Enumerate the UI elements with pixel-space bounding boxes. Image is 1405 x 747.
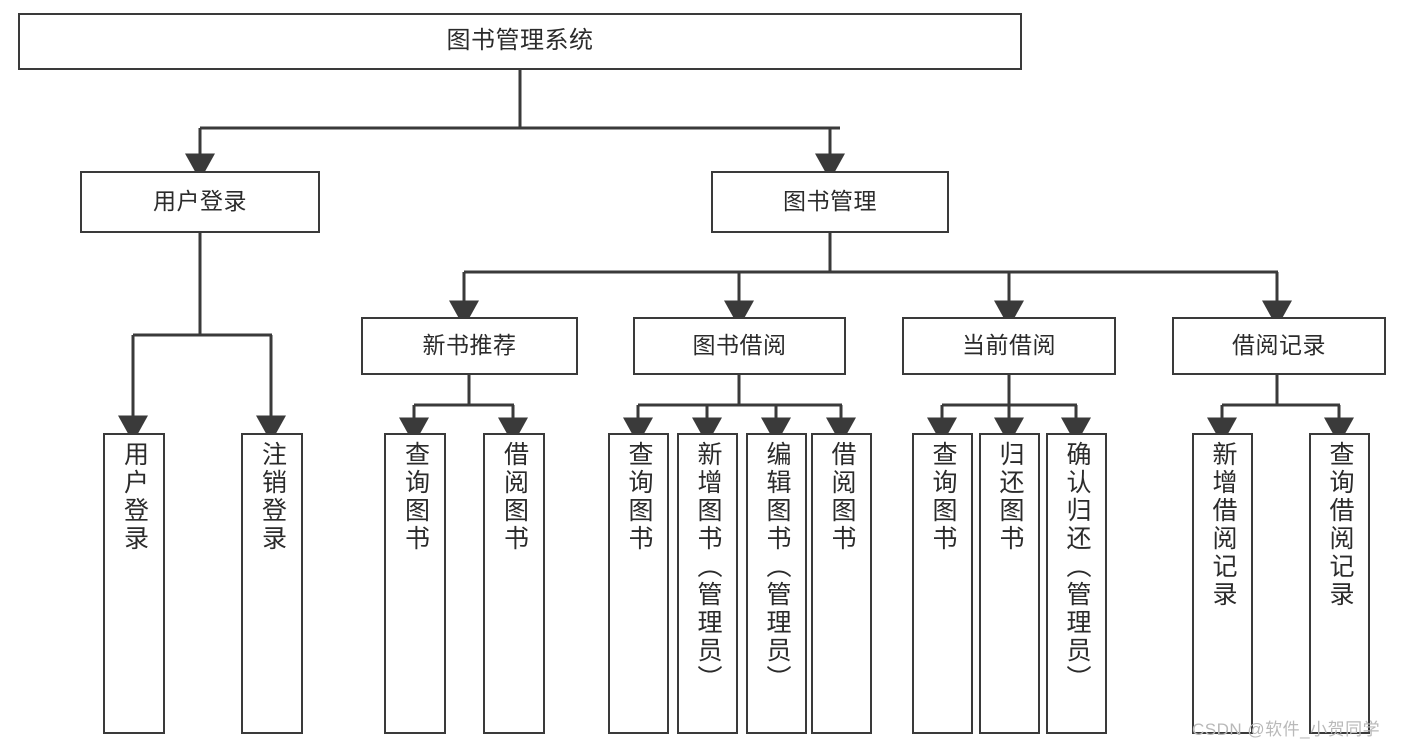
leaf-edit-book-admin[interactable]: 编辑图书（管理员） bbox=[746, 433, 807, 734]
leaf-logout[interactable]: 注销登录 bbox=[241, 433, 303, 734]
leaf-query-book-recommend[interactable]: 查询图书 bbox=[384, 433, 446, 734]
watermark: CSDN @软件_小贺同学 bbox=[1192, 720, 1381, 739]
leaf-add-book-admin[interactable]: 新增图书（管理员） bbox=[677, 433, 738, 734]
node-label: 查询借阅记录 bbox=[1326, 441, 1354, 609]
node-user-login[interactable]: 用户登录 bbox=[80, 171, 320, 233]
node-label: 借阅记录 bbox=[1232, 332, 1326, 359]
node-label: 新增图书（管理员） bbox=[694, 441, 722, 693]
node-borrow-record[interactable]: 借阅记录 bbox=[1172, 317, 1386, 375]
node-label: 编辑图书（管理员） bbox=[763, 441, 791, 693]
node-label: 新书推荐 bbox=[422, 332, 517, 359]
leaf-query-borrow-record[interactable]: 查询借阅记录 bbox=[1309, 433, 1370, 734]
node-label: 归还图书 bbox=[996, 441, 1024, 553]
leaf-user-login[interactable]: 用户登录 bbox=[103, 433, 165, 734]
leaf-confirm-return-admin[interactable]: 确认归还（管理员） bbox=[1046, 433, 1107, 734]
node-new-book-recommend[interactable]: 新书推荐 bbox=[361, 317, 578, 375]
leaf-borrow-book-recommend[interactable]: 借阅图书 bbox=[483, 433, 545, 734]
node-label: 注销登录 bbox=[258, 441, 287, 553]
node-label: 查询图书 bbox=[929, 441, 957, 553]
node-label: 图书管理 bbox=[783, 188, 877, 215]
node-label: 查询图书 bbox=[625, 441, 653, 553]
node-label: 查询图书 bbox=[401, 441, 430, 553]
node-label: 图书借阅 bbox=[692, 332, 787, 359]
leaf-query-book-borrow[interactable]: 查询图书 bbox=[608, 433, 669, 734]
leaf-add-borrow-record[interactable]: 新增借阅记录 bbox=[1192, 433, 1253, 734]
node-label: 用户登录 bbox=[120, 441, 149, 553]
node-label: 新增借阅记录 bbox=[1209, 441, 1237, 609]
node-label: 当前借阅 bbox=[962, 332, 1056, 359]
leaf-return-book[interactable]: 归还图书 bbox=[979, 433, 1040, 734]
node-root-system[interactable]: 图书管理系统 bbox=[18, 13, 1022, 70]
leaf-borrow-book[interactable]: 借阅图书 bbox=[811, 433, 872, 734]
node-label: 确认归还（管理员） bbox=[1063, 441, 1091, 693]
node-label: 用户登录 bbox=[153, 188, 247, 215]
node-book-borrow[interactable]: 图书借阅 bbox=[633, 317, 846, 375]
node-current-borrow[interactable]: 当前借阅 bbox=[902, 317, 1116, 375]
leaf-query-book-current[interactable]: 查询图书 bbox=[912, 433, 973, 734]
node-book-manage[interactable]: 图书管理 bbox=[711, 171, 949, 233]
node-label: 图书管理系统 bbox=[446, 27, 594, 55]
node-label: 借阅图书 bbox=[500, 441, 529, 553]
node-label: 借阅图书 bbox=[828, 441, 856, 553]
